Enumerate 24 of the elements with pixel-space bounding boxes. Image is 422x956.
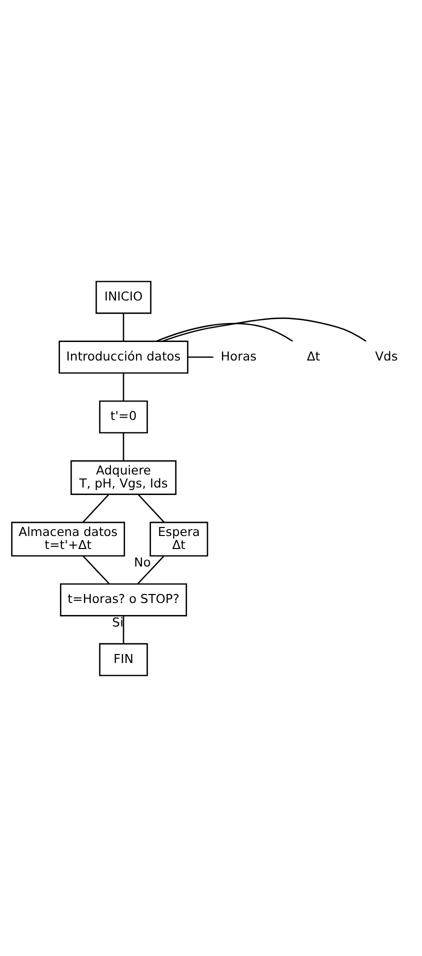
connector (162, 317, 366, 342)
node-box: t=Horas? o STOP? (60, 582, 188, 616)
connector (82, 555, 110, 584)
connector (188, 356, 214, 358)
connector (122, 432, 124, 460)
node-box: INICIO (96, 280, 152, 314)
node-text: Horas (220, 348, 257, 363)
node-box: Adquiere T, pH, Vgs, Ids (70, 460, 176, 494)
node-box: Almacena datos t=t'+Δt (11, 521, 126, 556)
node-box: Introducción datos (58, 340, 188, 374)
connector (82, 494, 110, 522)
edge-label: Si (112, 614, 124, 629)
connector (122, 312, 124, 340)
connector (122, 372, 124, 400)
node-text: Vds (375, 348, 398, 363)
node-box: t'=0 (99, 400, 148, 433)
connector (156, 322, 293, 342)
node-box: FIN (99, 642, 148, 676)
node-box: Espera Δt (150, 521, 208, 556)
node-text: Δt (306, 348, 320, 363)
connector (137, 555, 164, 584)
connector (122, 615, 124, 643)
connector (138, 494, 164, 522)
edge-label: No (134, 555, 151, 570)
